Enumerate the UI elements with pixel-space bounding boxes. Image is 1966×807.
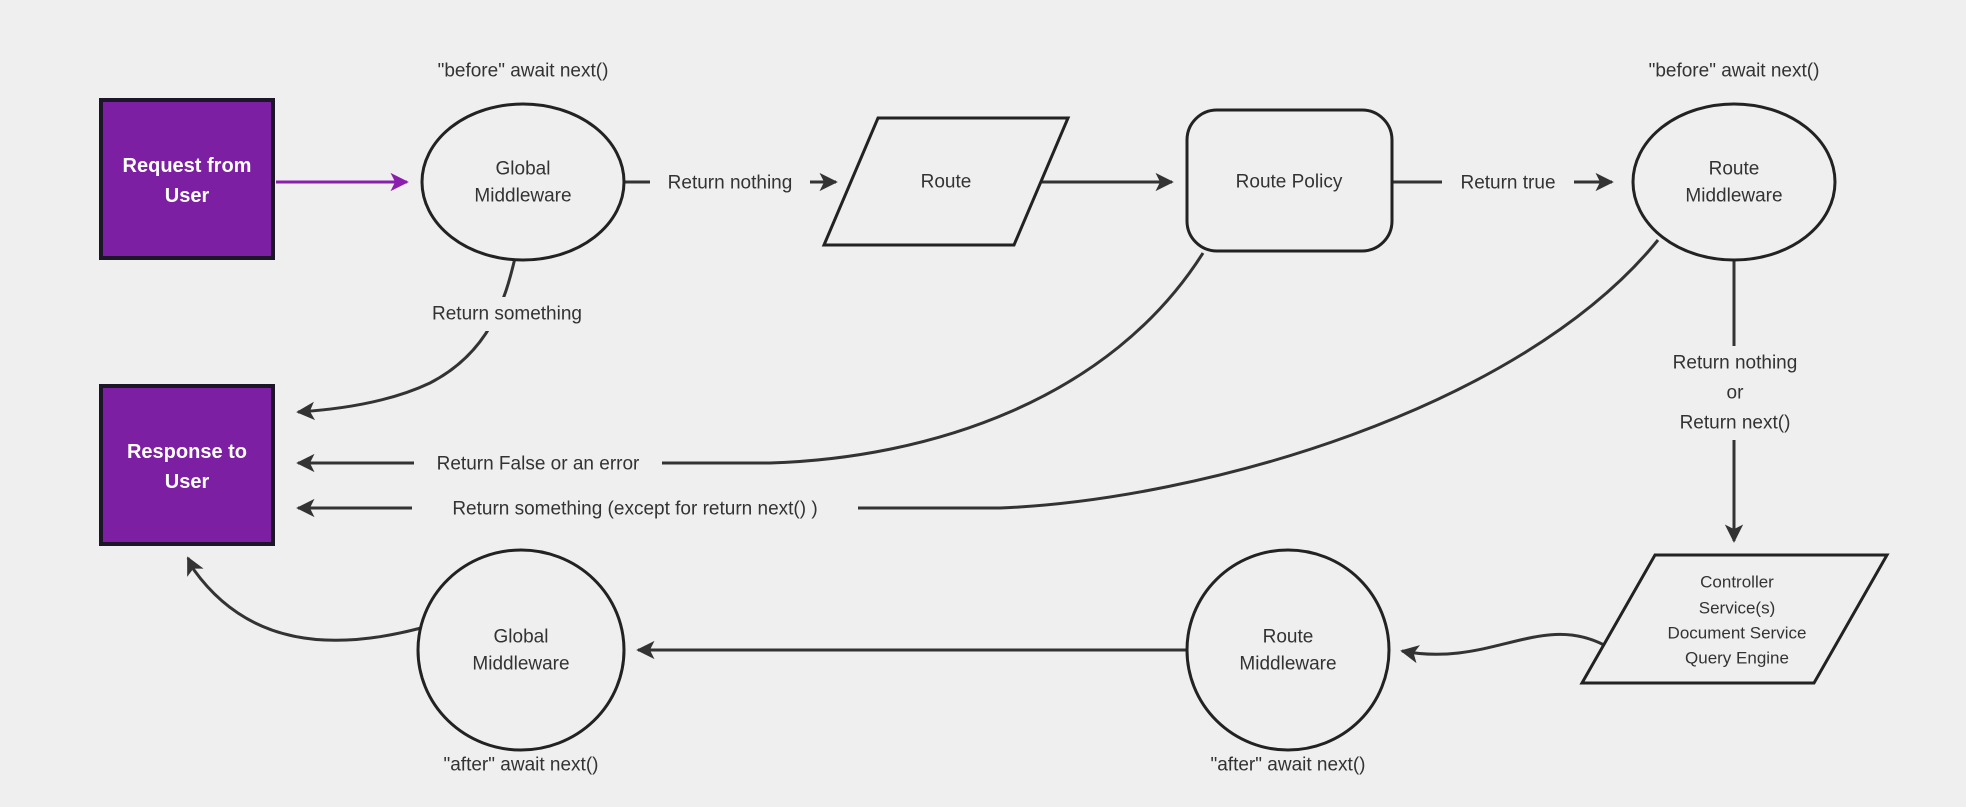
label-after-right: "after" await next() — [1211, 755, 1366, 776]
route-middleware-bottom-line1: Route — [1263, 627, 1314, 648]
edge-labels: "before" await next() "before" await nex… — [432, 61, 1819, 776]
route-policy-node — [1185, 108, 1394, 253]
global-middleware-top-line1: Global — [496, 159, 551, 180]
label-before-right: "before" await next() — [1649, 61, 1820, 82]
nodes: Request from User Global Middleware Rout… — [99, 98, 1890, 752]
controller-services-node — [1579, 553, 1890, 685]
edge-routemw-to-response — [296, 239, 1660, 518]
label-after-left: "after" await next() — [444, 755, 599, 776]
response-to-user-box — [99, 384, 275, 546]
label-bg-return-false — [414, 446, 662, 480]
label-bg-return-nothing — [650, 166, 810, 199]
label-bg-return-something — [416, 297, 598, 331]
edge-label-backgrounds — [412, 166, 1824, 525]
route-policy-label: Route Policy — [1236, 172, 1343, 193]
route-middleware-top-line1: Route — [1709, 159, 1760, 180]
route-middleware-top-line2: Middleware — [1685, 186, 1782, 207]
route-middleware-bottom-node — [1185, 548, 1391, 752]
edge-global-to-response — [296, 257, 517, 421]
controller-line2: Service(s) — [1699, 599, 1776, 618]
global-middleware-bottom-line2: Middleware — [472, 654, 569, 675]
controller-line1: Controller — [1700, 573, 1774, 592]
request-box-line2: User — [165, 185, 210, 207]
label-before-left: "before" await next() — [438, 61, 609, 82]
label-bg-return-something-except — [412, 491, 858, 525]
label-return-true: Return true — [1460, 173, 1555, 194]
route-label: Route — [921, 172, 972, 193]
global-middleware-bottom-line1: Global — [494, 627, 549, 648]
global-middleware-top-node — [420, 102, 626, 262]
response-box-line1: Response to — [127, 441, 247, 463]
label-return-nothing-or-line2: or — [1727, 383, 1745, 404]
route-node — [821, 116, 1071, 247]
response-box-line2: User — [165, 471, 210, 493]
request-from-user-box — [99, 98, 275, 260]
label-return-false: Return False or an error — [437, 454, 640, 475]
global-middleware-top-line2: Middleware — [474, 186, 571, 207]
request-box-line1: Request from — [123, 155, 252, 177]
label-bg-return-nothing-or — [1646, 346, 1824, 440]
edge-global-bottom-to-response — [186, 556, 422, 642]
edge-controller-to-routemw-bottom — [1400, 632, 1605, 664]
label-return-something-except: Return something (except for return next… — [452, 499, 817, 520]
route-middleware-bottom-line2: Middleware — [1239, 654, 1336, 675]
label-return-nothing: Return nothing — [668, 173, 793, 194]
global-middleware-bottom-node — [416, 548, 626, 752]
label-bg-return-true — [1442, 166, 1574, 199]
controller-line4: Query Engine — [1685, 649, 1789, 668]
route-middleware-top-node — [1631, 102, 1837, 262]
edge-policy-to-response — [296, 252, 1205, 473]
label-return-nothing-or-line1: Return nothing — [1673, 353, 1798, 374]
edges — [186, 172, 1744, 664]
label-return-something: Return something — [432, 304, 582, 325]
label-return-nothing-or-line3: Return next() — [1680, 413, 1791, 434]
controller-line3: Document Service — [1668, 624, 1807, 643]
